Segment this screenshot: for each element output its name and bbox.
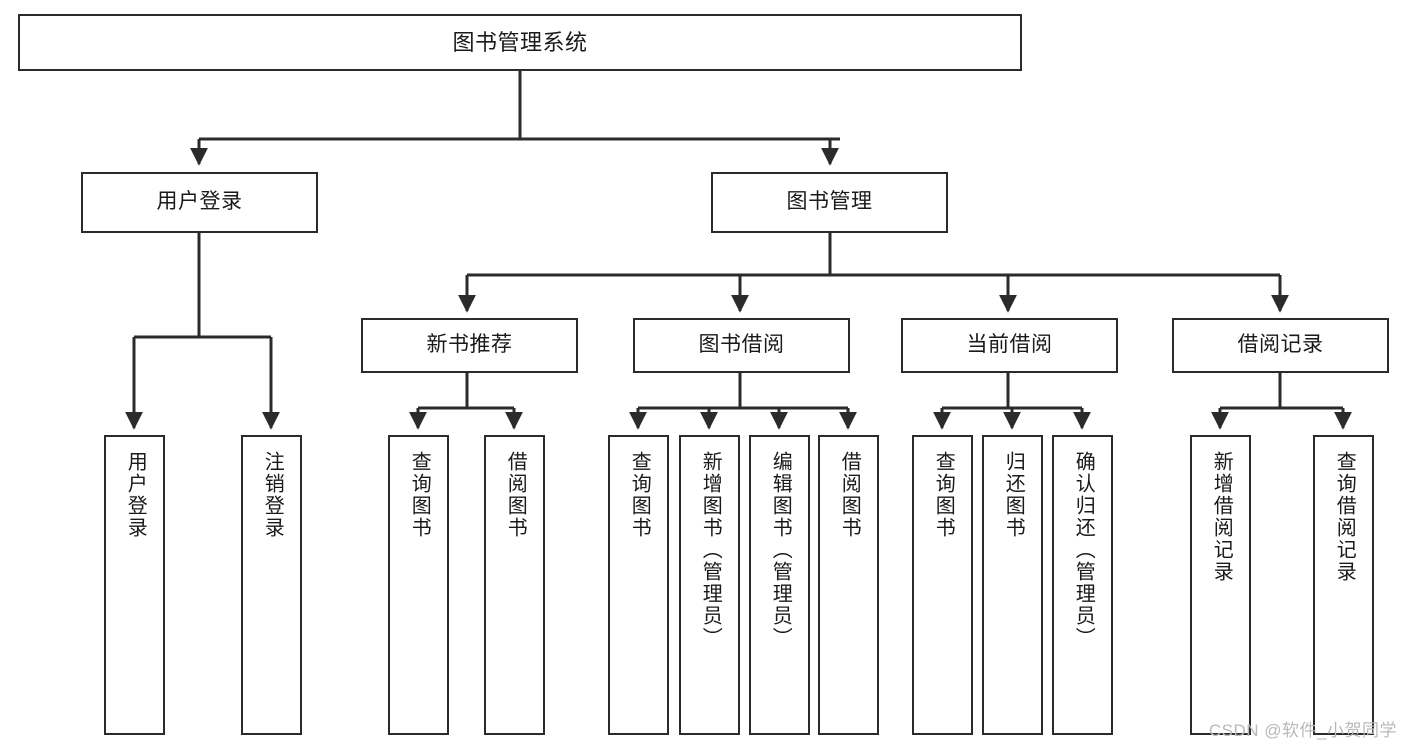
node-label: 借阅图书 [838, 451, 861, 539]
csdn-watermark: CSDN @软件_小贺同学 [1208, 721, 1397, 740]
node-book-borrow[interactable]: 图书借阅 [633, 318, 850, 373]
node-label: 图书管理系统 [452, 29, 588, 55]
node-label: 借阅记录 [1237, 333, 1324, 357]
node-label: 图书借阅 [698, 333, 785, 357]
node-label: 查询图书 [408, 451, 431, 539]
leaf-user-login[interactable]: 用户登录 [104, 435, 165, 735]
leaf-query-book-2[interactable]: 查询图书 [608, 435, 669, 735]
node-label: 用户登录 [124, 451, 147, 539]
leaf-query-book-1[interactable]: 查询图书 [388, 435, 449, 735]
leaf-edit-book-admin[interactable]: 编辑图书（管理员） [749, 435, 810, 735]
node-label: 注销登录 [261, 451, 284, 539]
node-label: 借阅图书 [504, 451, 527, 539]
node-root-system[interactable]: 图书管理系统 [18, 14, 1022, 71]
node-label: 查询借阅记录 [1333, 451, 1356, 583]
node-current-borrow[interactable]: 当前借阅 [901, 318, 1118, 373]
leaf-query-borrow-record[interactable]: 查询借阅记录 [1313, 435, 1374, 735]
node-label: 查询图书 [628, 451, 651, 539]
leaf-return-book[interactable]: 归还图书 [982, 435, 1043, 735]
leaf-logout-login[interactable]: 注销登录 [241, 435, 302, 735]
node-label: 确认归还（管理员） [1072, 451, 1095, 649]
leaf-add-book-admin[interactable]: 新增图书（管理员） [679, 435, 740, 735]
node-label: 图书管理 [786, 190, 873, 214]
node-book-manage[interactable]: 图书管理 [711, 172, 948, 233]
node-label: 编辑图书（管理员） [769, 451, 792, 649]
leaf-borrow-book-1[interactable]: 借阅图书 [484, 435, 545, 735]
node-label: 当前借阅 [966, 333, 1053, 357]
node-label: 新增图书（管理员） [699, 451, 722, 649]
node-label: 新书推荐 [426, 333, 513, 357]
leaf-add-borrow-record[interactable]: 新增借阅记录 [1190, 435, 1251, 735]
node-label: 查询图书 [932, 451, 955, 539]
node-label: 新增借阅记录 [1210, 451, 1233, 583]
leaf-query-book-3[interactable]: 查询图书 [912, 435, 973, 735]
leaf-borrow-book-2[interactable]: 借阅图书 [818, 435, 879, 735]
node-label: 用户登录 [156, 190, 243, 214]
node-label: 归还图书 [1002, 451, 1025, 539]
leaf-confirm-return-admin[interactable]: 确认归还（管理员） [1052, 435, 1113, 735]
node-user-login[interactable]: 用户登录 [81, 172, 318, 233]
node-new-book-recommend[interactable]: 新书推荐 [361, 318, 578, 373]
node-borrow-record[interactable]: 借阅记录 [1172, 318, 1389, 373]
